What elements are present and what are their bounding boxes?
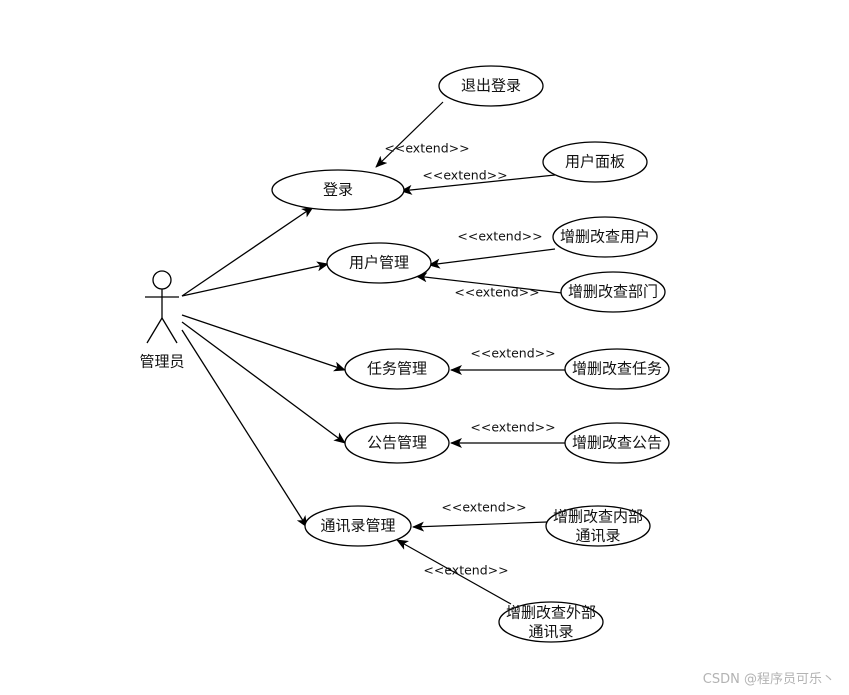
extend-label: <<extend>> xyxy=(441,500,526,515)
extend-label: <<extend>> xyxy=(423,563,508,578)
extend-crud-user xyxy=(428,248,556,269)
use-case-crud-task-label: 增删改查任务 xyxy=(572,360,662,378)
use-case-user-mgmt-label: 用户管理 xyxy=(349,254,409,272)
extend-panel-login xyxy=(400,174,556,195)
assoc-login xyxy=(181,206,314,297)
use-case-crud-internal-contacts: 增删改查内部 通讯录 xyxy=(545,505,651,547)
use-case-crud-dept: 增删改查部门 xyxy=(560,271,666,313)
use-case-user-panel: 用户面板 xyxy=(542,141,648,183)
use-case-crud-external-label-line1: 增删改查外部 xyxy=(506,604,596,622)
assoc-contacts-mgmt xyxy=(181,329,308,528)
extend-logout-login xyxy=(375,101,444,168)
use-case-task-mgmt-label: 任务管理 xyxy=(367,360,427,378)
use-case-login-label: 登录 xyxy=(323,181,353,199)
use-case-crud-notice: 增删改查公告 xyxy=(564,422,670,464)
extend-label: <<extend>> xyxy=(457,229,542,244)
use-case-crud-user-label: 增删改查用户 xyxy=(560,228,650,246)
extend-label: <<extend>> xyxy=(470,346,555,361)
use-case-crud-external-contacts: 增删改查外部 通讯录 xyxy=(498,601,604,643)
use-case-logout: 退出登录 xyxy=(438,65,544,107)
assoc-user-mgmt xyxy=(181,261,329,297)
use-case-user-panel-label: 用户面板 xyxy=(565,153,625,171)
actor-label: 管理员 xyxy=(139,353,184,371)
actor-head xyxy=(152,270,172,290)
use-case-crud-internal-label-line1: 增删改查内部 xyxy=(553,508,643,526)
extend-label: <<extend>> xyxy=(422,168,507,183)
assoc-task-mgmt xyxy=(181,314,346,372)
actor-admin: 管理员 xyxy=(139,270,185,371)
assoc-notice-mgmt xyxy=(181,321,346,444)
extend-crud-external xyxy=(396,539,512,605)
use-case-crud-internal-label-line2: 通讯录 xyxy=(575,527,620,545)
extend-crud-dept xyxy=(415,272,563,294)
use-case-task-mgmt: 任务管理 xyxy=(344,348,450,390)
extend-crud-internal xyxy=(412,521,548,532)
use-case-contacts-mgmt: 通讯录管理 xyxy=(304,505,412,547)
watermark-text: CSDN @程序员可乐丶 xyxy=(702,672,835,687)
use-case-login: 登录 xyxy=(271,169,405,211)
use-case-crud-user: 增删改查用户 xyxy=(552,216,658,258)
use-case-notice-mgmt: 公告管理 xyxy=(344,422,450,464)
use-case-crud-notice-label: 增删改查公告 xyxy=(572,434,662,452)
use-case-logout-label: 退出登录 xyxy=(461,77,521,95)
extend-label: <<extend>> xyxy=(470,420,555,435)
extend-label: <<extend>> xyxy=(384,141,469,156)
extend-label: <<extend>> xyxy=(454,285,539,300)
use-case-user-mgmt: 用户管理 xyxy=(326,242,432,284)
actor-right-leg xyxy=(161,317,178,344)
use-case-contacts-mgmt-label: 通讯录管理 xyxy=(320,517,395,535)
actor-left-leg xyxy=(146,317,163,344)
use-case-crud-external-label-line2: 通讯录 xyxy=(528,623,573,641)
use-case-crud-dept-label: 增删改查部门 xyxy=(568,283,658,301)
use-case-notice-mgmt-label: 公告管理 xyxy=(367,434,427,452)
use-case-crud-task: 增删改查任务 xyxy=(564,348,670,390)
